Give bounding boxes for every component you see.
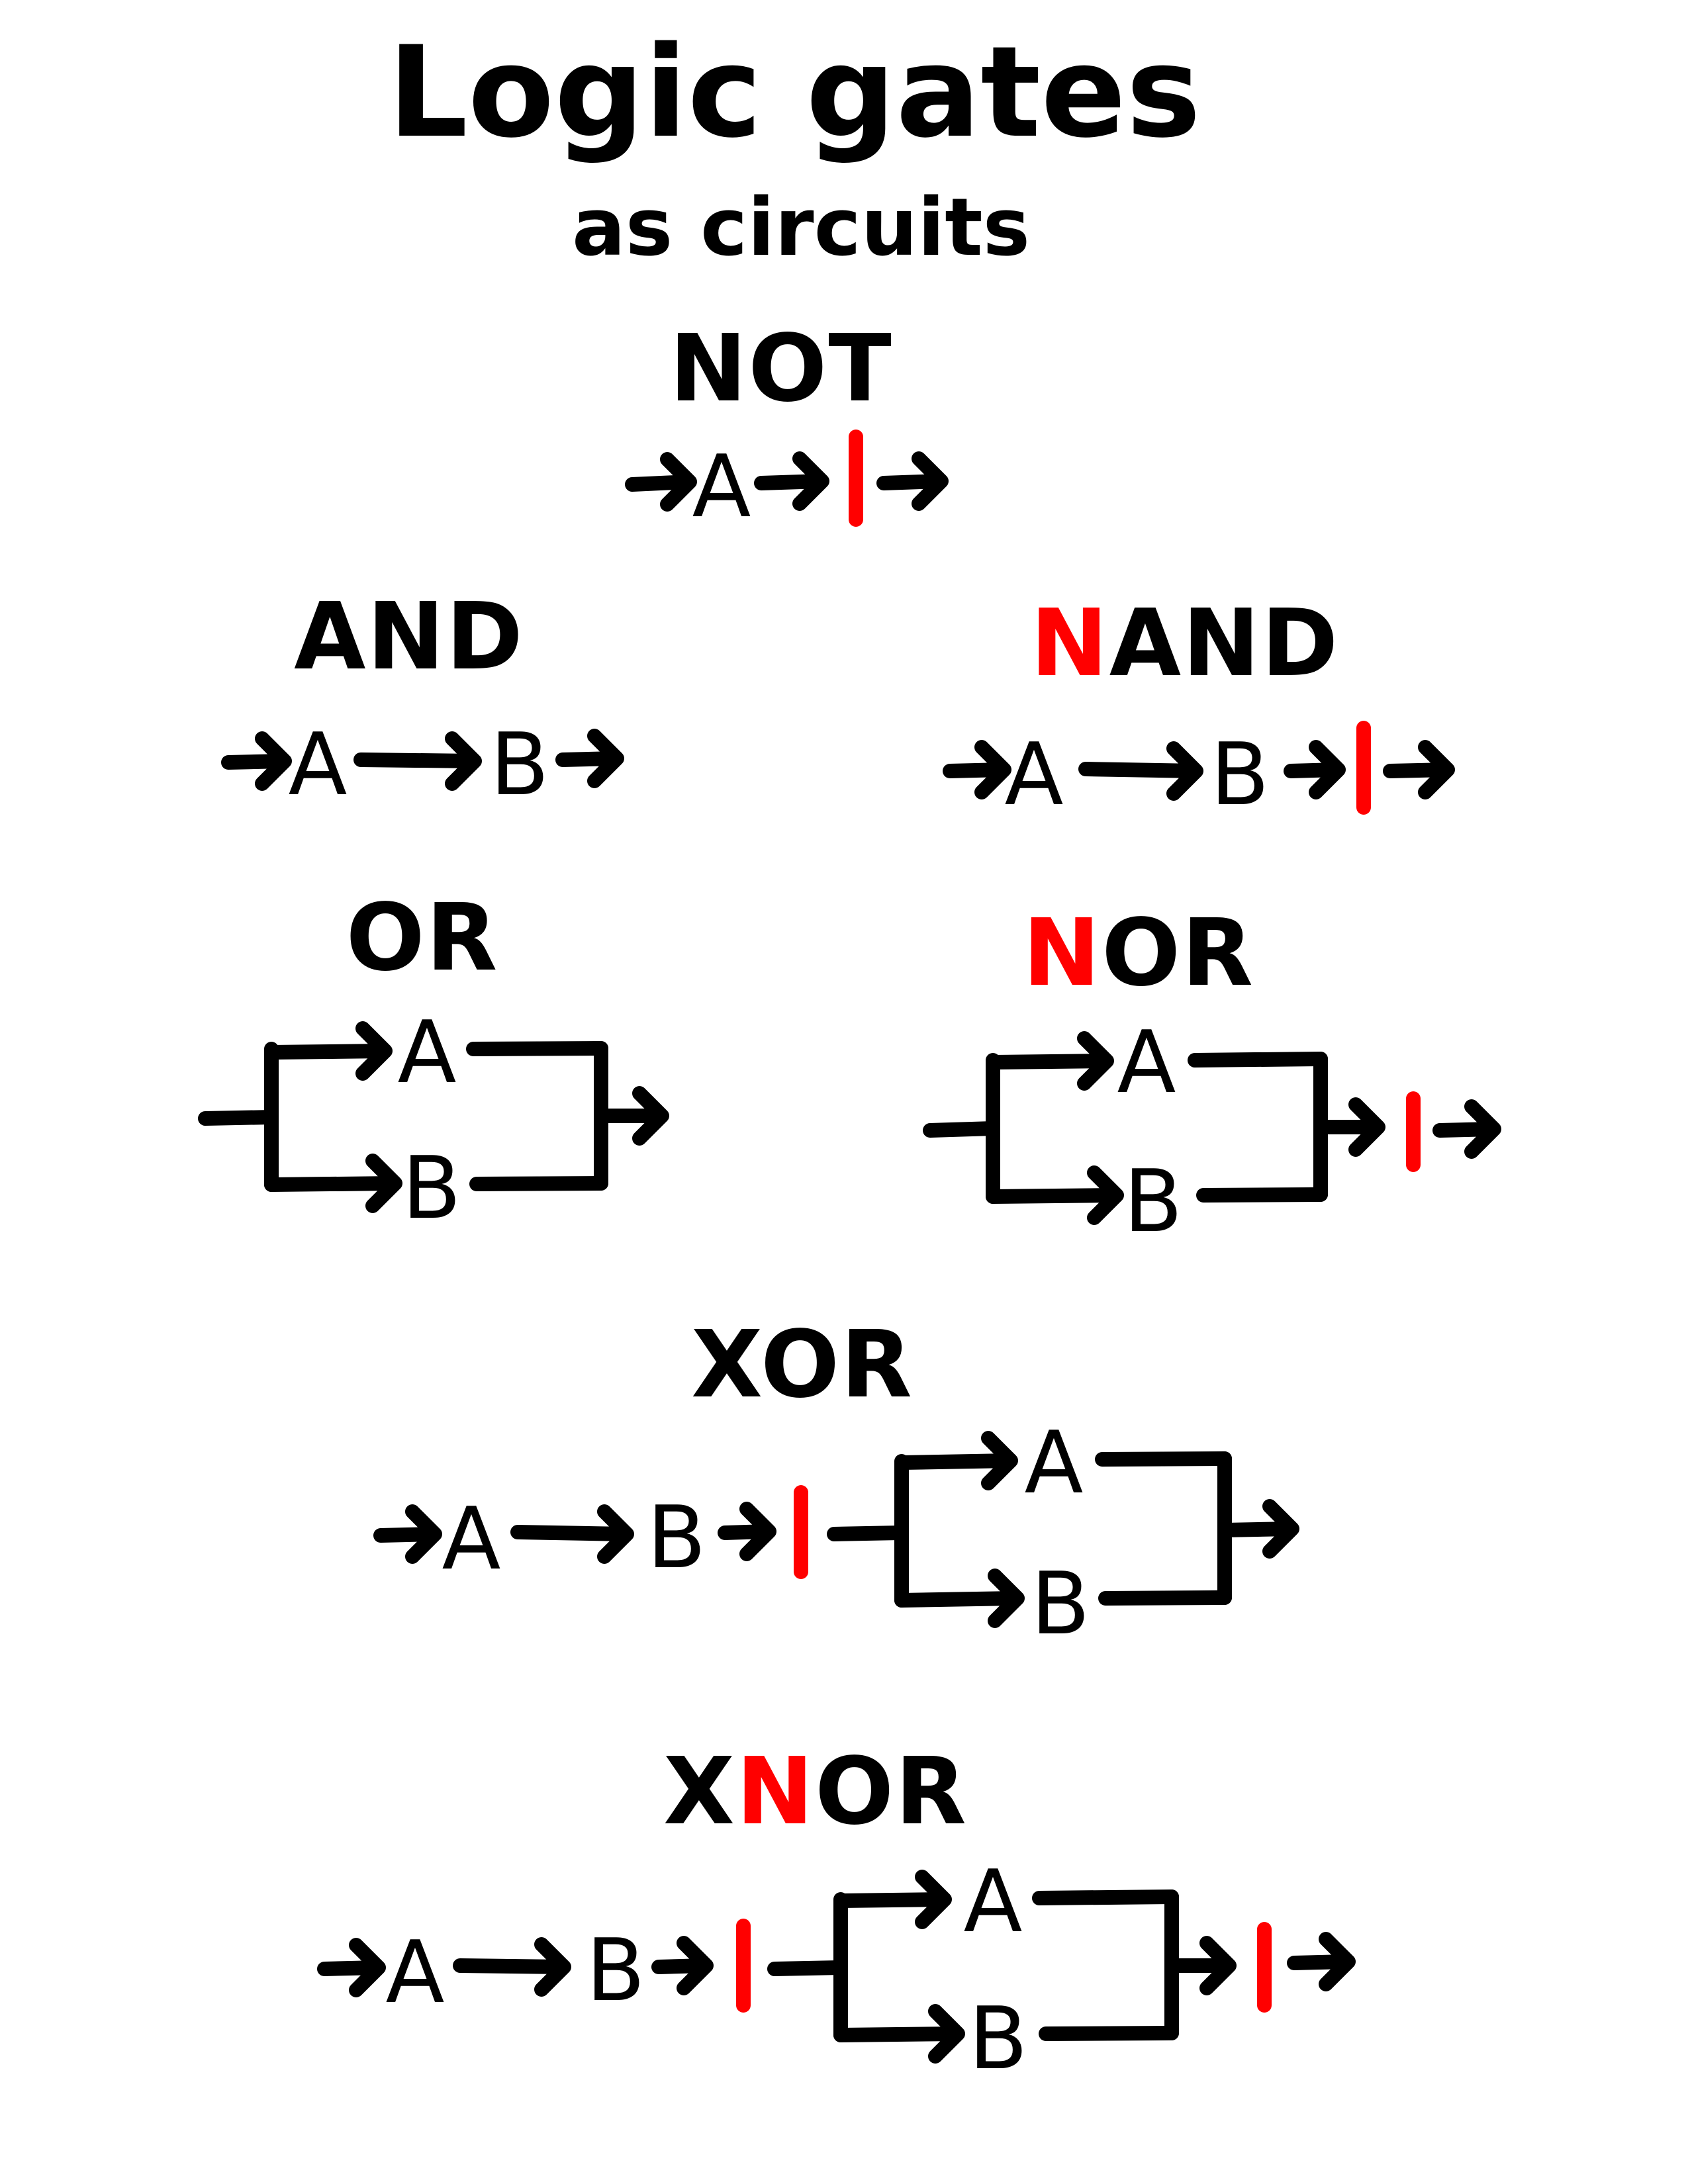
arrow-icon xyxy=(373,1512,435,1557)
arrow-icon xyxy=(1164,1943,1229,1988)
negation-letter-n: N xyxy=(1031,590,1109,698)
node-b: B xyxy=(586,1920,645,2021)
node-a: A xyxy=(1117,1012,1176,1113)
branch-a-arrow-icon xyxy=(264,1028,385,1073)
node-b: B xyxy=(1210,724,1269,825)
branch-a-arrow-icon xyxy=(986,1038,1107,1083)
node-a: A xyxy=(398,1002,457,1103)
node-a: A xyxy=(386,1922,445,2023)
or-circuit: A B xyxy=(198,1002,662,1238)
branch-a-arrow-icon xyxy=(833,1877,945,1922)
input-wire xyxy=(198,1110,279,1126)
output-arrow-icon xyxy=(555,736,617,781)
output-arrow-icon xyxy=(1383,747,1448,792)
branch-b-arrow-icon xyxy=(833,2011,958,2056)
node-a: A xyxy=(1005,724,1064,825)
arrow-icon xyxy=(317,1945,379,1990)
output-arrow-icon xyxy=(1432,1107,1494,1152)
title-subtitle: as circuits xyxy=(572,182,1030,274)
node-b: B xyxy=(490,714,549,815)
gate-label-xnor-rest: OR xyxy=(815,1738,968,1846)
output-arrow-icon xyxy=(594,1093,662,1138)
branch-b-wire xyxy=(1039,2026,1179,2041)
node-a: A xyxy=(964,1851,1023,1952)
gate-label-not: NOT xyxy=(669,315,893,423)
arrow-icon xyxy=(221,739,285,784)
arrow-icon xyxy=(718,1509,769,1554)
branch-b-wire xyxy=(469,1176,608,1191)
gate-or: OR A B xyxy=(198,884,662,1238)
arrow-icon xyxy=(1078,749,1196,794)
arrow-icon xyxy=(754,459,822,504)
arrow-icon xyxy=(943,747,1004,792)
branch-a-wire xyxy=(1032,1889,1179,1905)
node-b: B xyxy=(402,1138,461,1238)
arrow-icon xyxy=(1284,747,1338,792)
gate-label-xnor-x: X xyxy=(663,1738,736,1846)
arrow-icon xyxy=(353,739,475,784)
gate-label-nand-rest: AND xyxy=(1109,590,1340,698)
node-b: B xyxy=(968,1988,1027,2089)
title-main: Logic gates xyxy=(388,19,1201,165)
node-a: A xyxy=(1025,1412,1084,1513)
node-b: B xyxy=(1031,1553,1090,1654)
input-wire xyxy=(767,1960,847,1976)
gate-not: NOT A xyxy=(625,315,941,537)
gate-label-nor: NOR xyxy=(1023,899,1254,1007)
negation-letter-n: N xyxy=(1023,899,1102,1007)
node-b: B xyxy=(647,1487,706,1588)
arrow-icon xyxy=(651,1943,706,1988)
negation-letter-n: N xyxy=(736,1738,815,1846)
node-a: A xyxy=(289,714,348,815)
gate-label-nor-rest: OR xyxy=(1102,899,1254,1007)
xnor-circuit: A B A B xyxy=(317,1851,1348,2089)
node-a: A xyxy=(692,436,751,537)
branch-a-wire xyxy=(1188,1052,1328,1068)
gate-label-and: AND xyxy=(294,583,524,691)
and-circuit: A B xyxy=(221,714,617,815)
gate-xnor: XNOR A B A xyxy=(317,1738,1348,2089)
gate-nand: NAND A B xyxy=(943,590,1448,825)
output-arrow-icon xyxy=(1217,1506,1292,1551)
branch-a-arrow-icon xyxy=(894,1438,1011,1483)
arrow-icon xyxy=(510,1512,627,1557)
gate-label-or: OR xyxy=(346,884,499,992)
gate-nor: NOR A B xyxy=(923,899,1494,1251)
input-wire xyxy=(923,1121,1000,1138)
branch-b-arrow-icon xyxy=(264,1161,395,1206)
nor-circuit: A B xyxy=(923,1012,1494,1251)
arrow-icon xyxy=(625,459,690,504)
branch-a-wire xyxy=(466,1041,608,1056)
arrow-icon xyxy=(453,1944,564,1989)
nand-circuit: A B xyxy=(943,721,1448,825)
gate-label-nand: NAND xyxy=(1031,590,1340,698)
output-arrow-icon xyxy=(876,459,941,504)
branch-b-arrow-icon xyxy=(986,1173,1117,1218)
gate-label-xor: XOR xyxy=(691,1311,914,1419)
input-wire xyxy=(827,1525,908,1541)
gate-label-xnor: XNOR xyxy=(663,1738,968,1846)
node-a: A xyxy=(442,1488,501,1589)
arrow-icon xyxy=(1313,1105,1378,1150)
gate-xor: XOR A B A xyxy=(373,1311,1292,1654)
xor-circuit: A B A B xyxy=(373,1412,1292,1654)
gate-and: AND A B xyxy=(221,583,617,815)
node-b: B xyxy=(1123,1151,1182,1251)
not-circuit: A xyxy=(625,430,941,537)
branch-b-arrow-icon xyxy=(894,1576,1017,1621)
output-arrow-icon xyxy=(1287,1939,1348,1984)
